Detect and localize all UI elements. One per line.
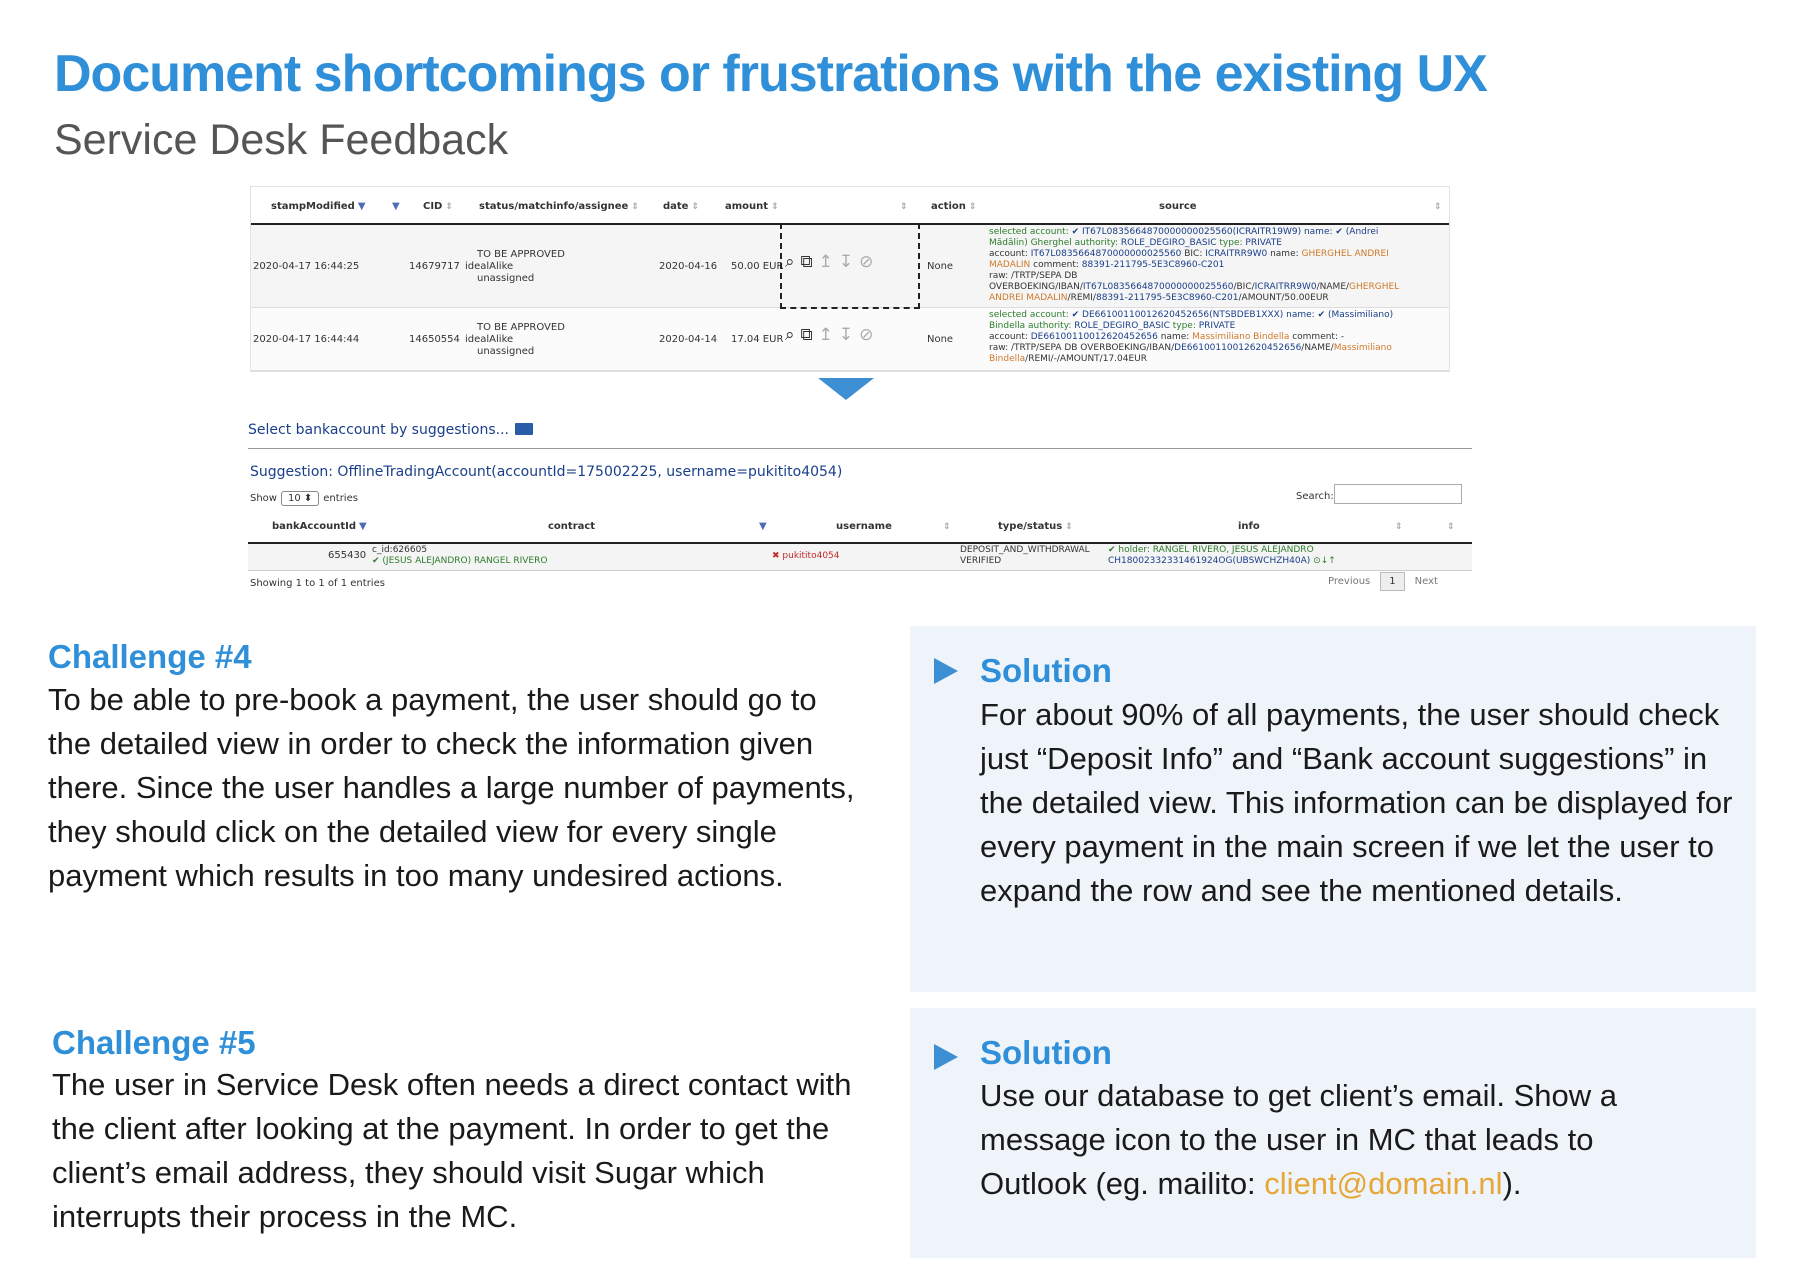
col-source[interactable]: source bbox=[1159, 201, 1197, 212]
stamp-cell: 2020-04-17 16:44:25 bbox=[253, 261, 360, 272]
block-icon[interactable]: ⊘ bbox=[859, 325, 880, 345]
col-date[interactable]: date⇕ bbox=[663, 201, 700, 212]
arrow-up-icon[interactable]: ↥ bbox=[818, 252, 839, 272]
source-cell: selected account: ✔ DE661001100126204526… bbox=[989, 310, 1394, 364]
check-circle-icon[interactable]: ⊙ bbox=[1310, 556, 1321, 566]
select-bankaccount-link[interactable]: Select bankaccount by suggestions... bbox=[248, 422, 533, 438]
page-button[interactable]: 1 bbox=[1380, 572, 1405, 591]
table-row[interactable]: 655430 c_id:626605 ✔ (JESUS ALEJANDRO) R… bbox=[248, 544, 1472, 571]
solution-4-panel bbox=[910, 626, 1756, 992]
payments-table-screenshot: stampModified▼ ▼ CID⇕ status/matchinfo/a… bbox=[250, 186, 1450, 372]
col-bankaccountid[interactable]: bankAccountId▼ bbox=[272, 521, 367, 532]
sort-icon[interactable]: ▼ bbox=[759, 521, 767, 532]
entries-select[interactable]: 10 ⬍ bbox=[280, 491, 320, 506]
username-cell: ✖ pukitito4054 bbox=[772, 551, 840, 561]
arrow-down-icon[interactable]: ↓ bbox=[1320, 556, 1329, 566]
sort-icon: ⇕ bbox=[1065, 522, 1073, 532]
col-type-status[interactable]: type/status⇕ bbox=[998, 521, 1073, 532]
play-triangle-icon bbox=[934, 1044, 958, 1070]
col-status[interactable]: status/matchinfo/assignee⇕ bbox=[479, 201, 639, 212]
date-cell: 2020-04-14 bbox=[659, 334, 718, 345]
cid-cell: 14650554 bbox=[409, 334, 460, 345]
external-link-icon[interactable]: ⧉ bbox=[800, 252, 819, 272]
sort-icon[interactable]: ⇕ bbox=[900, 202, 908, 212]
play-triangle-icon bbox=[934, 658, 958, 684]
info-cell: ✔ holder: RANGEL RIVERO, JESUS ALEJANDRO… bbox=[1108, 545, 1336, 566]
table-row[interactable]: 2020-04-17 16:44:25 14679717 TO BE APPRO… bbox=[251, 225, 1449, 308]
sort-icon: ⇕ bbox=[631, 202, 639, 212]
status-cell: TO BE APPROVED idealAlike unassigned bbox=[465, 249, 565, 284]
previous-button[interactable]: Previous bbox=[1328, 576, 1371, 587]
arrow-down-icon[interactable]: ↧ bbox=[838, 252, 860, 272]
block-icon[interactable]: ⊘ bbox=[859, 252, 880, 272]
col-username[interactable]: username bbox=[836, 521, 892, 532]
solution-5-heading: Solution bbox=[980, 1034, 1112, 1071]
page-subtitle: Service Desk Feedback bbox=[54, 116, 509, 164]
challenge-4-heading: Challenge #4 bbox=[48, 638, 252, 675]
highlight-box bbox=[780, 223, 920, 309]
suggestions-screenshot: Select bankaccount by suggestions... Sug… bbox=[248, 418, 1472, 600]
challenge-5-heading: Challenge #5 bbox=[52, 1024, 256, 1061]
sort-icon: ⇕ bbox=[771, 202, 779, 212]
pagination: Previous 1 Next bbox=[1328, 572, 1438, 591]
sort-icon: ⇕ bbox=[691, 202, 700, 212]
stamp-cell: 2020-04-17 16:44:44 bbox=[253, 334, 360, 345]
solution-4-heading: Solution bbox=[980, 652, 1112, 689]
search-input[interactable] bbox=[1334, 484, 1462, 504]
sort-icon[interactable]: ▼ bbox=[392, 201, 400, 212]
solution-5-text: Use our database to get client’s email. … bbox=[980, 1078, 1618, 1201]
folder-icon bbox=[515, 423, 533, 435]
challenge-4-text: To be able to pre-book a payment, the us… bbox=[48, 682, 855, 893]
col-action[interactable]: action⇕ bbox=[931, 201, 977, 212]
arrow-up-icon[interactable]: ↥ bbox=[818, 325, 839, 345]
sort-desc-icon: ▼ bbox=[357, 201, 366, 212]
suggestion-text: Suggestion: OfflineTradingAccount(accoun… bbox=[250, 464, 843, 480]
row-actions: ⌕⧉↥↧⊘ bbox=[785, 325, 879, 345]
search-label: Search: bbox=[1296, 491, 1334, 502]
sort-icon[interactable]: ⇕ bbox=[943, 522, 951, 532]
solution-5-panel bbox=[910, 1008, 1756, 1258]
action-cell: None bbox=[927, 261, 954, 272]
page-title: Document shortcomings or frustrations wi… bbox=[54, 45, 1488, 103]
sort-icon[interactable]: ⇕ bbox=[1447, 522, 1455, 532]
external-link-icon[interactable]: ⧉ bbox=[800, 325, 819, 345]
next-button[interactable]: Next bbox=[1414, 576, 1438, 587]
col-info[interactable]: info bbox=[1238, 521, 1260, 532]
amount-cell: 50.00 EUR bbox=[731, 261, 784, 272]
sort-icon[interactable]: ⇕ bbox=[1395, 522, 1403, 532]
entries-info: Showing 1 to 1 of 1 entries bbox=[250, 578, 385, 589]
sort-icon: ⇕ bbox=[445, 202, 453, 212]
date-cell: 2020-04-16 bbox=[659, 261, 718, 272]
amount-cell: 17.04 EUR bbox=[731, 334, 784, 345]
zoom-icon[interactable]: ⌕ bbox=[785, 252, 801, 272]
down-arrow-icon bbox=[818, 378, 874, 400]
divider bbox=[248, 448, 1472, 449]
payments-table-header: stampModified▼ ▼ CID⇕ status/matchinfo/a… bbox=[251, 187, 1449, 225]
arrow-up-icon[interactable]: ↑ bbox=[1328, 556, 1336, 566]
action-cell: None bbox=[927, 334, 954, 345]
col-contract[interactable]: contract bbox=[548, 521, 596, 532]
sort-desc-icon: ▼ bbox=[359, 521, 367, 532]
contract-cell: c_id:626605 ✔ (JESUS ALEJANDRO) RANGEL R… bbox=[372, 545, 548, 566]
table-row[interactable]: 2020-04-17 16:44:44 14650554 TO BE APPRO… bbox=[251, 308, 1449, 371]
col-stampmodified[interactable]: stampModified▼ bbox=[271, 201, 366, 212]
row-actions: ⌕⧉↥↧⊘ bbox=[785, 252, 879, 272]
email-link[interactable]: client@domain.nl bbox=[1264, 1166, 1503, 1201]
suggestions-table-header: bankAccountId▼ contract ▼ username ⇕ typ… bbox=[248, 510, 1472, 544]
status-cell: TO BE APPROVED idealAlike unassigned bbox=[465, 322, 565, 357]
col-cid[interactable]: CID⇕ bbox=[423, 201, 453, 212]
zoom-icon[interactable]: ⌕ bbox=[785, 325, 801, 345]
sort-icon: ⇕ bbox=[968, 202, 977, 212]
challenge-5-text: The user in Service Desk often needs a d… bbox=[52, 1067, 852, 1234]
source-cell: selected account: ✔ IT67L083566487000000… bbox=[989, 227, 1400, 303]
bank-account-id-cell: 655430 bbox=[328, 550, 367, 561]
type-status-cell: DEPOSIT_AND_WITHDRAWAL VERIFIED bbox=[960, 545, 1090, 566]
sort-icon[interactable]: ⇕ bbox=[1434, 202, 1442, 212]
solution-4-text: For about 90% of all payments, the user … bbox=[980, 697, 1733, 908]
cid-cell: 14679717 bbox=[409, 261, 460, 272]
col-amount[interactable]: amount⇕ bbox=[725, 201, 779, 212]
arrow-down-icon[interactable]: ↧ bbox=[838, 325, 860, 345]
